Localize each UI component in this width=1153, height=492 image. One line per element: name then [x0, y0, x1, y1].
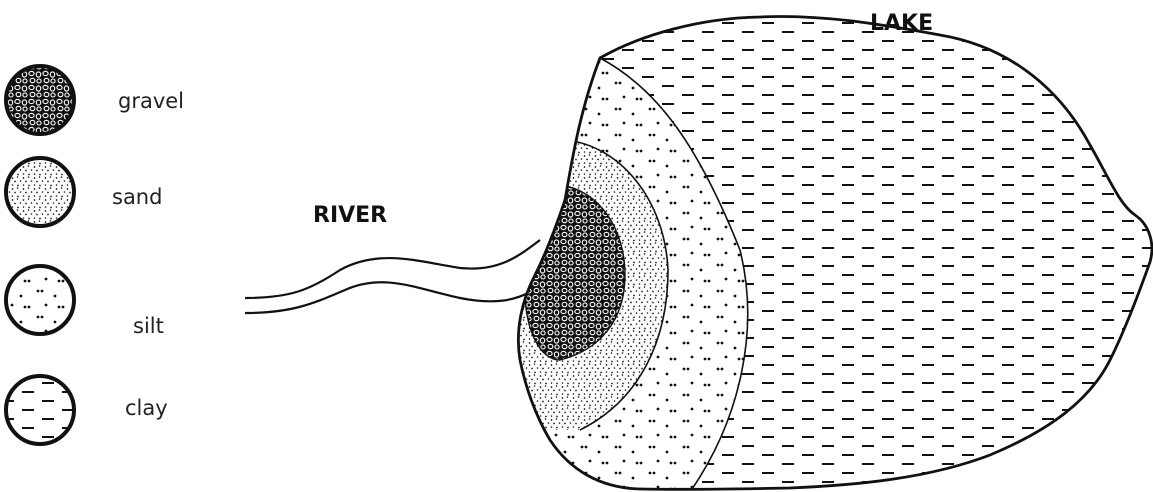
legend-item-clay: clay	[6, 376, 168, 444]
river-label: RIVER	[313, 203, 387, 228]
legend: gravel sand silt clay	[6, 66, 184, 444]
lake-body	[500, 0, 1153, 492]
legend-label-silt: silt	[133, 314, 164, 338]
legend-item-gravel: gravel	[6, 66, 184, 134]
legend-label-gravel: gravel	[118, 89, 184, 113]
clay-swatch	[6, 376, 74, 444]
legend-label-clay: clay	[125, 396, 168, 420]
sand-swatch	[6, 158, 74, 226]
legend-item-silt: silt	[6, 266, 164, 338]
legend-item-sand: sand	[6, 158, 162, 226]
gravel-swatch	[6, 66, 74, 134]
lake-label: LAKE	[870, 11, 933, 36]
legend-label-sand: sand	[112, 185, 162, 209]
silt-swatch	[6, 266, 74, 334]
river-channel	[245, 240, 540, 313]
